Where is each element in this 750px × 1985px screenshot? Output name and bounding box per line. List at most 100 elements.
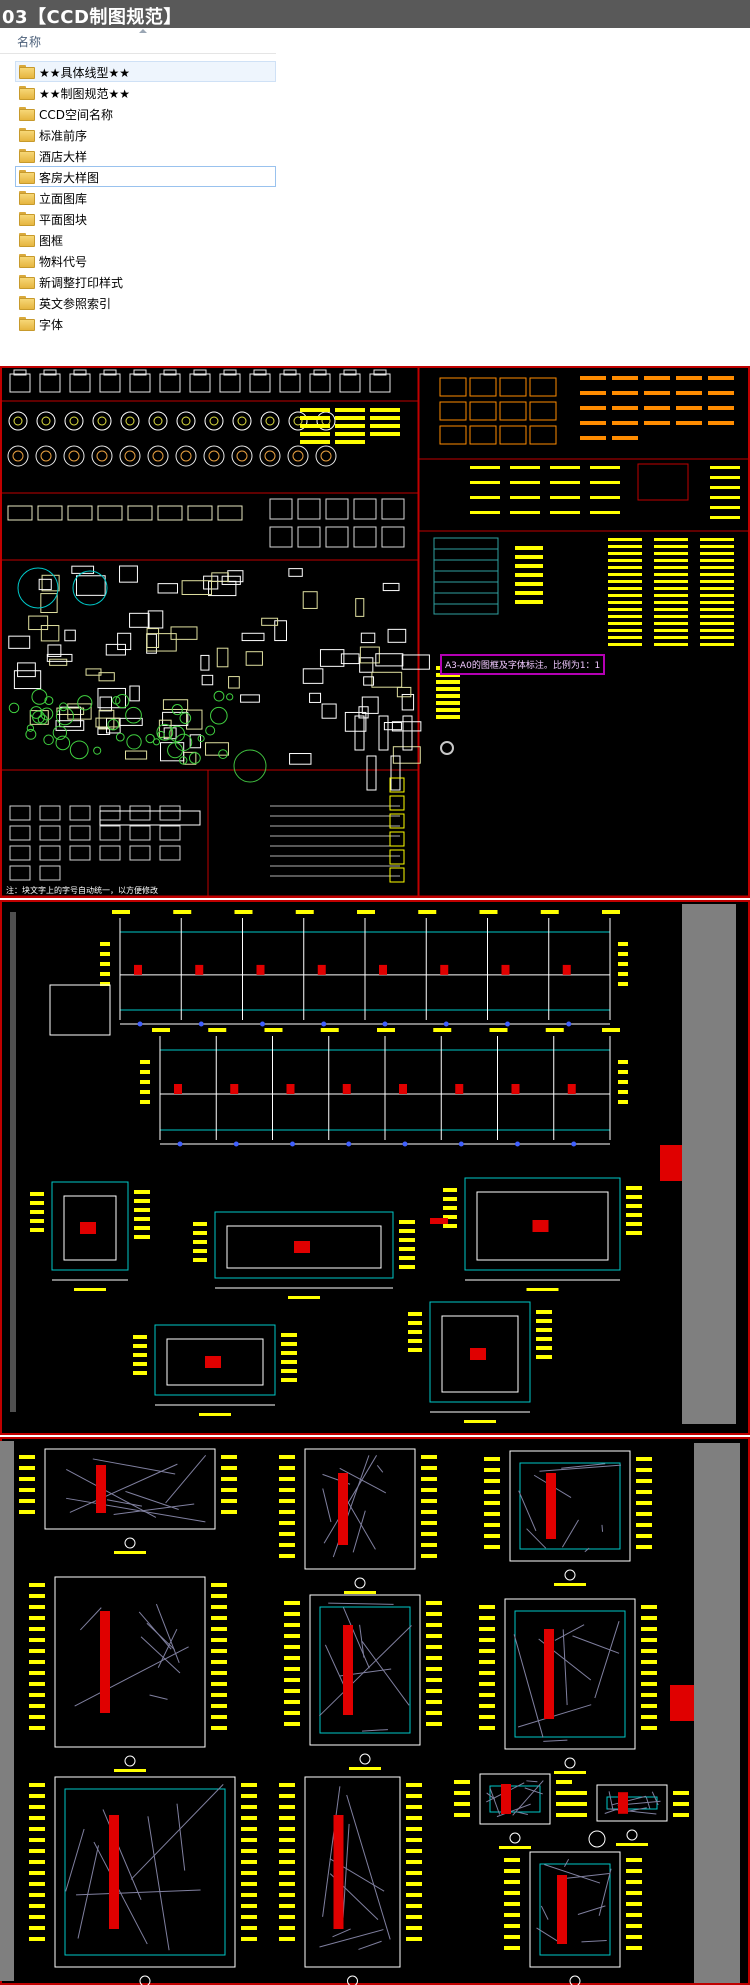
cad-stroke: [654, 538, 688, 541]
cad-stroke: [476, 1191, 609, 1261]
cad-stroke: [588, 1830, 606, 1848]
folder-item[interactable]: 标准前序: [15, 124, 276, 145]
cad-stroke: [325, 526, 349, 548]
cad-stroke: [114, 1769, 146, 1772]
cad-stroke: [133, 1344, 147, 1348]
cad-stroke: [139, 1975, 151, 1985]
cad-stroke: [626, 1880, 642, 1884]
cad-stroke: [140, 1060, 150, 1064]
zoom-icon[interactable]: [440, 741, 454, 755]
cad-details-preview-1: [0, 900, 750, 1435]
folder-item[interactable]: 字体: [15, 313, 276, 334]
window-title: 03【CCD制图规范】: [2, 7, 182, 28]
cad-stroke: [654, 566, 688, 569]
cad-stroke: [618, 972, 628, 976]
folder-item[interactable]: ★★制图规范★★: [15, 82, 276, 103]
folder-item[interactable]: 平面图块: [15, 208, 276, 229]
cad-stroke: [391, 721, 422, 732]
cad-stroke: [479, 1704, 495, 1708]
name-column-label: 名称: [17, 35, 42, 49]
folder-item[interactable]: 立面图库: [15, 187, 276, 208]
cad-stroke: [140, 1636, 181, 1674]
cad-stroke: [240, 694, 260, 703]
cad-stroke: [421, 1499, 437, 1503]
cad-stroke: [265, 416, 275, 426]
cad-stroke: [359, 1753, 371, 1765]
cad-stroke: [408, 1312, 422, 1316]
folder-item-selected[interactable]: 客房大样图: [15, 166, 276, 187]
cad-stroke: [378, 715, 389, 751]
cad-stroke: [515, 582, 543, 586]
cad-stroke: [499, 425, 527, 445]
cad-stroke: [96, 1465, 106, 1513]
cad-stroke: [264, 450, 276, 462]
cad-stroke: [406, 1915, 422, 1919]
cad-stroke: [320, 1028, 339, 1032]
folder-item[interactable]: CCD空间名称: [15, 103, 276, 124]
cad-stroke: [17, 567, 59, 609]
cad-stroke: [479, 1773, 551, 1825]
cad-stroke: [29, 1937, 45, 1941]
folder-icon: [19, 65, 35, 79]
cad-stroke: [654, 629, 688, 632]
name-column-header[interactable]: 名称: [0, 28, 276, 54]
cad-stroke: [241, 1827, 257, 1831]
cad-stroke: [125, 1490, 179, 1511]
cad-stroke: [241, 1915, 257, 1919]
cad-stroke: [504, 1913, 520, 1917]
cad-stroke: [284, 1667, 300, 1671]
cad-stroke: [51, 1181, 129, 1271]
cad-stroke: [173, 910, 192, 914]
cad-stroke: [133, 1353, 147, 1357]
cad-stroke: [406, 1783, 422, 1787]
folder-item[interactable]: ★★具体线型★★: [15, 61, 276, 82]
cad-stroke: [157, 505, 183, 521]
cad-stroke: [186, 709, 203, 730]
cad-stroke: [293, 416, 303, 426]
cad-stroke: [157, 583, 178, 594]
cad-stroke: [418, 910, 437, 914]
cad-stroke: [360, 632, 376, 644]
cad-stroke: [234, 910, 253, 914]
cad-stroke: [369, 373, 391, 393]
folder-item[interactable]: 酒店大样: [15, 145, 276, 166]
cad-stroke: [170, 626, 198, 640]
cad-stroke: [100, 982, 110, 986]
cad-stroke: [529, 401, 557, 421]
cad-stroke: [626, 1858, 642, 1862]
cad-stroke: [205, 742, 229, 756]
cad-stroke: [75, 575, 106, 596]
cad-stroke: [279, 1554, 295, 1558]
cad-stroke: [260, 1021, 265, 1027]
cad-stroke: [401, 654, 430, 670]
cad-stroke: [626, 1869, 642, 1873]
cad-stroke: [539, 1464, 622, 1472]
cad-stroke: [406, 1794, 422, 1798]
cad-stroke: [479, 1605, 495, 1609]
folder-item[interactable]: 英文参照索引: [15, 292, 276, 313]
cad-stroke: [300, 424, 330, 428]
cad-stroke: [29, 1893, 45, 1897]
cad-stroke: [484, 1501, 500, 1505]
folder-item[interactable]: 图框: [15, 229, 276, 250]
cad-stroke: [344, 711, 367, 732]
cad-stroke: [408, 1339, 422, 1343]
cad-stroke: [221, 1488, 237, 1492]
cad-stroke: [29, 1616, 45, 1620]
cad-stroke: [69, 825, 91, 841]
cad-stroke: [97, 505, 123, 521]
cad-stroke: [710, 496, 740, 499]
cad-stroke: [174, 733, 193, 752]
cad-stroke: [302, 591, 318, 609]
folder-item[interactable]: 新调整打印样式: [15, 271, 276, 292]
cad-stroke: [673, 1802, 689, 1806]
cad-stroke: [279, 1783, 295, 1787]
cad-stroke: [381, 526, 405, 548]
cad-stroke: [328, 1602, 394, 1605]
folder-item[interactable]: 物料代号: [15, 250, 276, 271]
cad-stroke: [19, 1477, 35, 1481]
cad-stroke: [40, 593, 58, 614]
cad-stroke: [700, 559, 734, 562]
cad-stroke: [210, 706, 228, 725]
cad-stroke: [338, 1473, 348, 1545]
